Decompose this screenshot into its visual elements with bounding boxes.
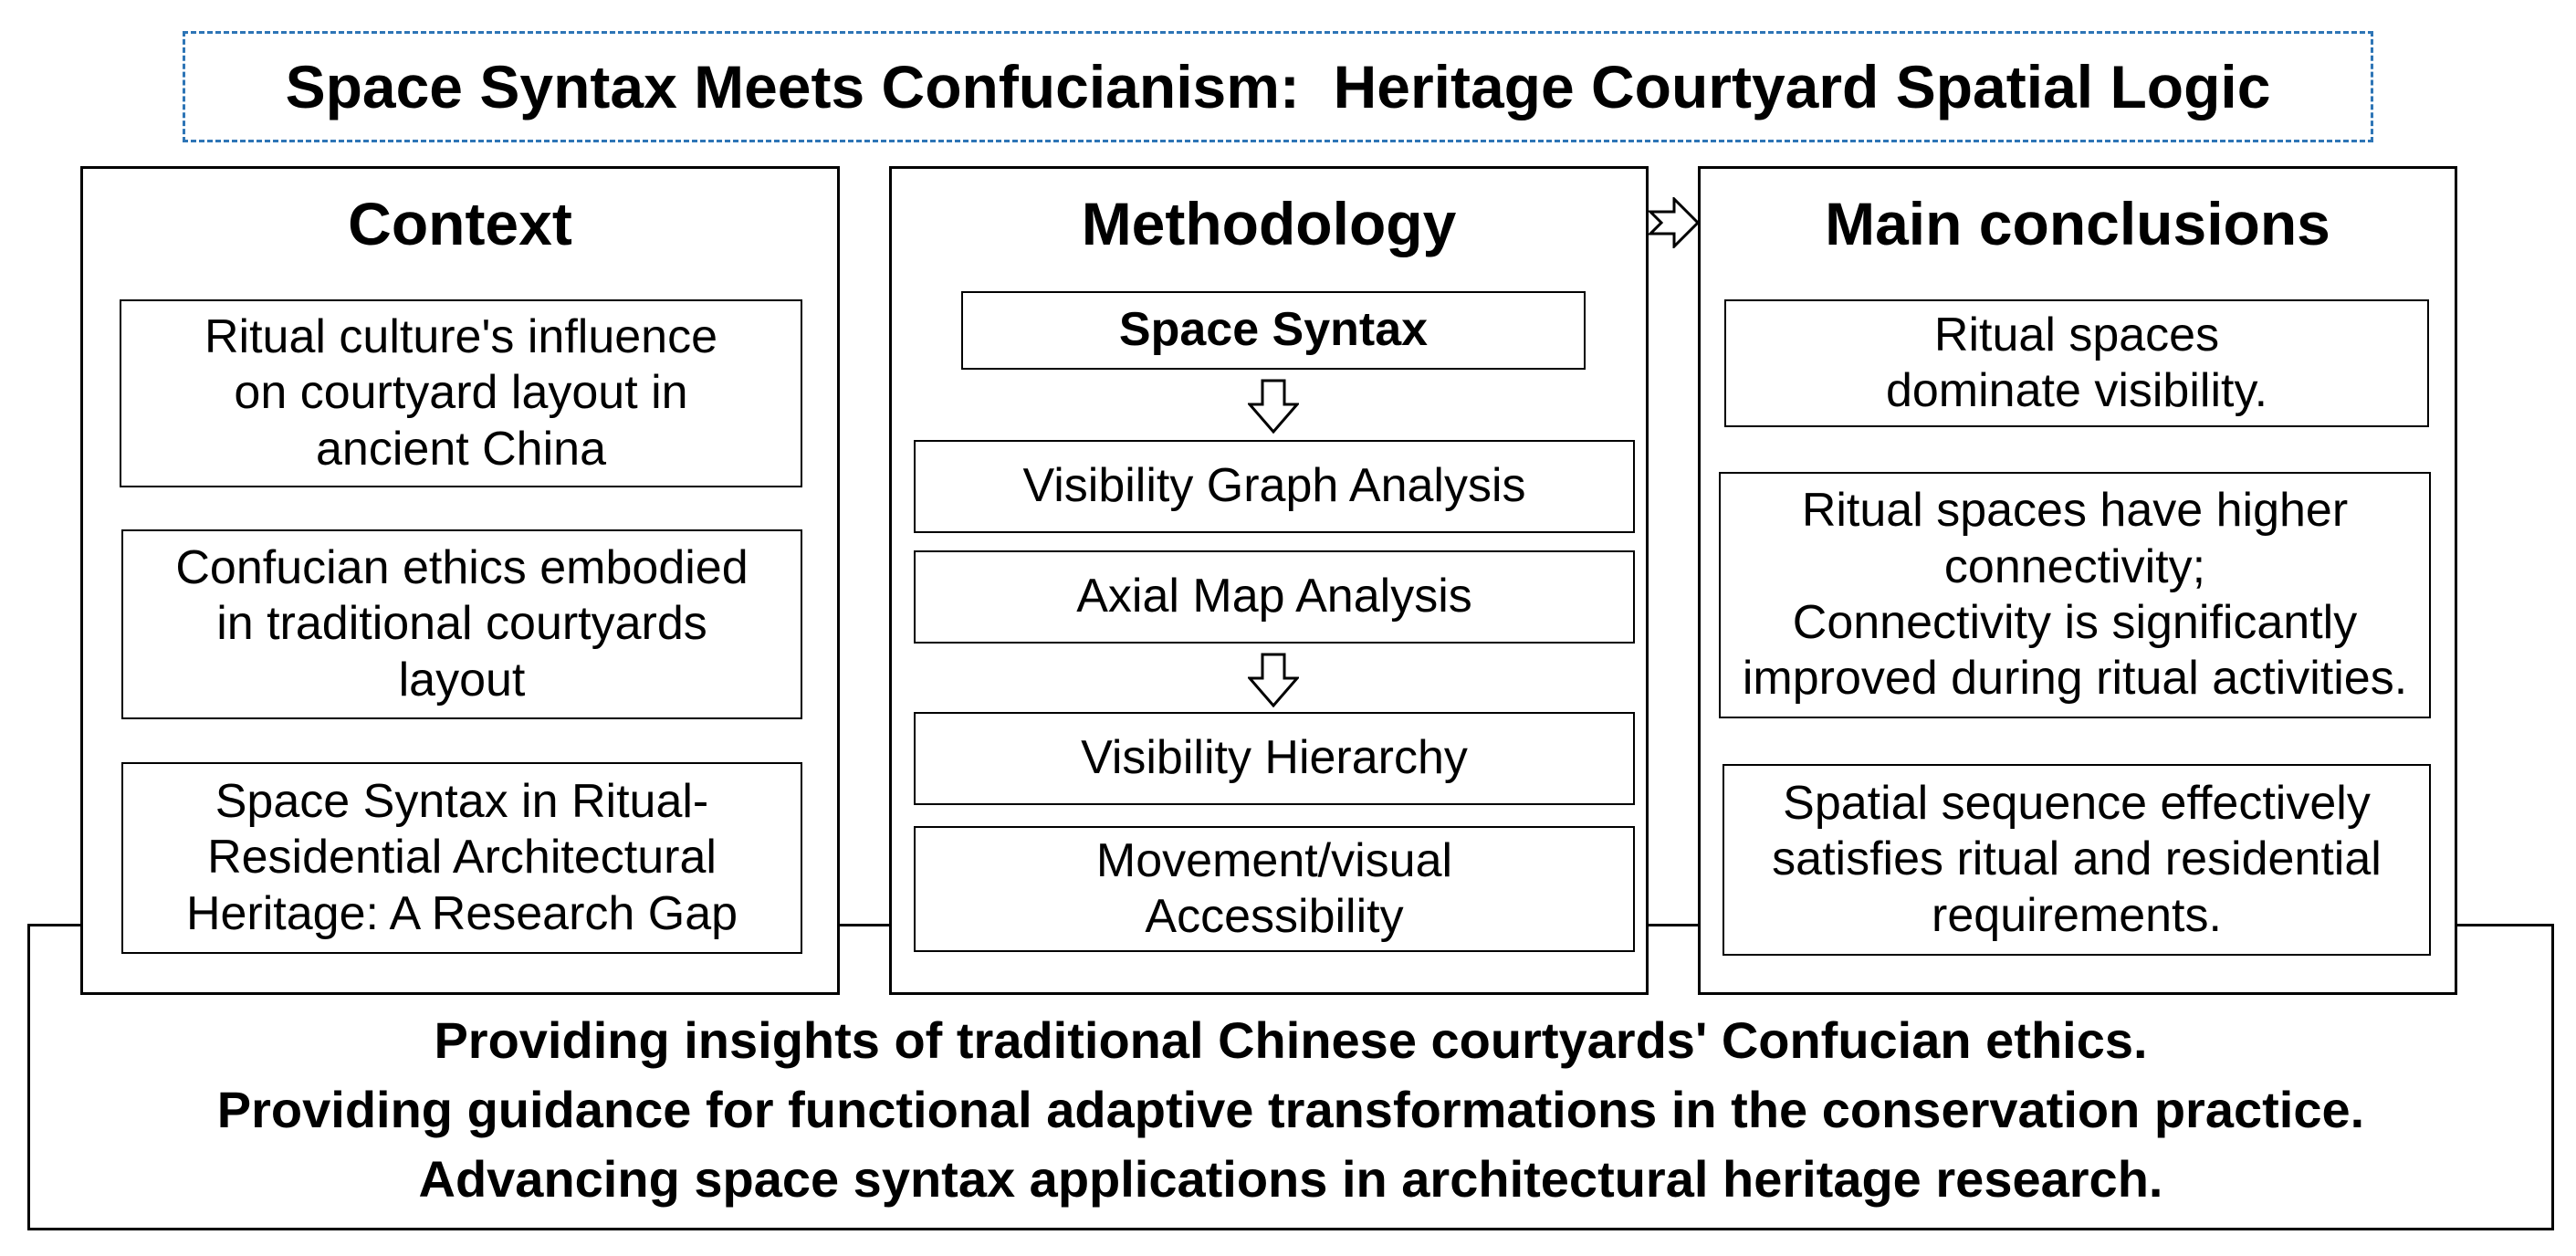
conclusions-heading: Main conclusions xyxy=(1825,190,2330,257)
context-item: Confucian ethics embodied in traditional… xyxy=(121,529,802,719)
context-heading: Context xyxy=(348,190,572,257)
conclusion-item: Ritual spaces have higher connectivity; … xyxy=(1719,472,2431,718)
conclusion-item: Ritual spaces dominate visibility. xyxy=(1724,299,2429,427)
visibility-graph-analysis-box: Visibility Graph Analysis xyxy=(914,440,1635,533)
conclusions-column: Main conclusions Ritual spaces dominate … xyxy=(1698,166,2457,995)
space-syntax-box: Space Syntax xyxy=(961,291,1586,370)
summary-line: Providing guidance for functional adapti… xyxy=(216,1081,2365,1138)
summary-text: Providing insights of traditional Chines… xyxy=(27,1006,2554,1214)
context-item: Ritual culture's influence on courtyard … xyxy=(120,299,802,487)
page-title: Space Syntax Meets Confucianism: Heritag… xyxy=(285,53,2271,120)
right-arrow-icon xyxy=(1649,197,1700,248)
conclusion-item: Spatial sequence effectively satisfies r… xyxy=(1723,764,2431,956)
movement-visual-accessibility-box: Movement/visual Accessibility xyxy=(914,826,1635,952)
axial-map-analysis-box: Axial Map Analysis xyxy=(914,550,1635,644)
summary-line: Providing insights of traditional Chines… xyxy=(434,1011,2148,1069)
methodology-column: Methodology Space Syntax Visibility Grap… xyxy=(889,166,1649,995)
context-item: Space Syntax in Ritual- Residential Arch… xyxy=(121,762,802,954)
down-arrow-icon xyxy=(1248,653,1299,707)
visibility-hierarchy-box: Visibility Hierarchy xyxy=(914,712,1635,805)
down-arrow-icon xyxy=(1248,379,1299,434)
summary-line: Advancing space syntax applications in a… xyxy=(418,1150,2163,1208)
context-column: Context Ritual culture's influence on co… xyxy=(80,166,840,995)
methodology-heading: Methodology xyxy=(1081,190,1457,257)
title-box: Space Syntax Meets Confucianism: Heritag… xyxy=(183,31,2373,142)
